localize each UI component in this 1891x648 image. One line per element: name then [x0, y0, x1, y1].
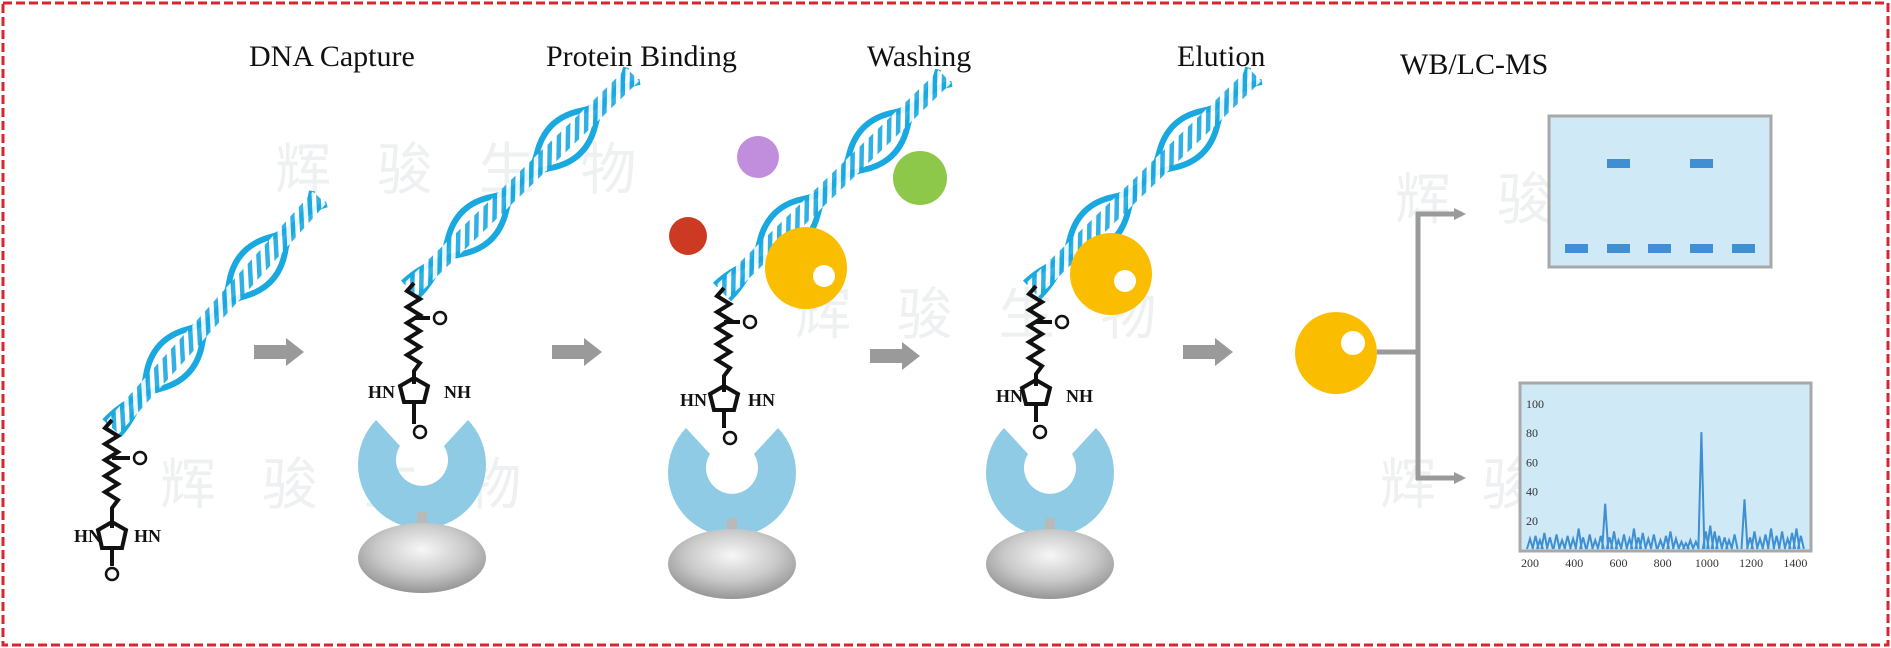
lcms-peak-9: [1574, 528, 1583, 550]
lcms-peak-48: [1778, 531, 1787, 550]
lcms-spectrum-panel: 100 80 60 40 20 200 400 600 800 1000 1200 1400: [1518, 381, 1813, 570]
lcms-peak-47: [1772, 535, 1781, 550]
lcms-peak-45: [1761, 534, 1770, 550]
lcms-peak-40: [1730, 534, 1739, 550]
hn-label: HN: [134, 526, 161, 546]
process-arrow: [254, 338, 304, 366]
lcms-y-tick-1: 80: [1526, 426, 1538, 440]
lcms-peak-39: [1725, 537, 1733, 550]
blot-band: [1648, 244, 1671, 253]
lcms-peak-3: [1540, 532, 1549, 550]
lcms-peak-12: [1591, 537, 1600, 550]
biotin-linker: [1019, 284, 1070, 440]
protein-green: [893, 151, 947, 205]
blot-band: [1690, 159, 1713, 168]
lcms-peak-20: [1629, 528, 1638, 550]
receptor-bead-2: [357, 420, 486, 593]
step-title-wb-lcms: WB/LC-MS: [1400, 48, 1549, 81]
lcms-y-tick-0: 100: [1526, 397, 1544, 411]
lcms-peak-46: [1767, 528, 1776, 550]
lcms-peak-6: [1558, 537, 1567, 550]
blot-band: [1690, 244, 1713, 253]
lcms-peak-8: [1569, 535, 1578, 550]
lcms-peak-44: [1756, 535, 1764, 550]
lcms-peak-16: [1610, 531, 1619, 550]
nh-label: NH: [444, 382, 471, 402]
eluted-protein: [1295, 312, 1377, 394]
lcms-peak-25: [1656, 537, 1665, 550]
receptor-bead-4: [986, 428, 1114, 599]
lcms-peak-14: [1601, 503, 1610, 550]
lcms-peak-52: [1796, 535, 1805, 550]
process-arrow: [870, 342, 920, 370]
blot-band: [1607, 159, 1630, 168]
biotin-linker: [707, 286, 758, 446]
lcms-y-tick-3: 40: [1526, 485, 1538, 499]
process-arrow: [1183, 338, 1233, 366]
lcms-x-tick-1: 400: [1565, 556, 1583, 570]
watermark: 辉 骏 生 物: [275, 138, 651, 203]
lcms-x-tick-3: 800: [1654, 556, 1672, 570]
hn-label: HN: [74, 526, 101, 546]
lcms-peak-0: [1526, 535, 1534, 550]
lcms-peak-41: [1740, 499, 1749, 550]
lcms-peak-33: [1697, 432, 1706, 550]
lcms-peak-5: [1552, 534, 1561, 550]
lcms-peak-37: [1715, 535, 1724, 550]
blot-band: [1732, 244, 1755, 253]
lcms-peak-10: [1579, 537, 1588, 550]
hn-label: HN: [748, 390, 775, 410]
lcms-peak-7: [1563, 535, 1572, 550]
protein-purple: [737, 136, 779, 178]
lcms-peak-22: [1638, 532, 1647, 550]
lcms-y-axis: 100 80 60 40 20: [1526, 397, 1544, 528]
lcms-peak-17: [1614, 537, 1623, 550]
dna-helix: [102, 190, 328, 437]
lcms-peak-18: [1620, 534, 1628, 550]
western-blot-panel: [1547, 114, 1773, 269]
branch-arrows: [1377, 208, 1466, 484]
lcms-x-tick-4: 1000: [1695, 556, 1719, 570]
process-arrow: [552, 338, 602, 366]
lcms-peak-23: [1644, 535, 1653, 550]
lcms-peaks: [1526, 432, 1805, 550]
receptor-bead-3: [668, 428, 796, 599]
step-title-protein-binding: Protein Binding: [546, 40, 737, 73]
protein-red: [669, 217, 707, 255]
bound-protein: [765, 227, 847, 309]
bound-protein: [1070, 233, 1152, 315]
lcms-y-tick-4: 20: [1526, 514, 1538, 528]
step-title-elution: Elution: [1177, 40, 1266, 73]
lcms-peak-31: [1686, 537, 1695, 550]
lcms-peak-4: [1545, 537, 1554, 550]
lcms-peak-28: [1671, 535, 1680, 550]
lcms-y-tick-2: 60: [1526, 455, 1538, 469]
hn-label: HN: [368, 382, 395, 402]
lcms-x-tick-6: 1400: [1783, 556, 1807, 570]
step-title-dna-capture: DNA Capture: [249, 40, 415, 73]
hn-label: HN: [680, 390, 707, 410]
step-title-washing: Washing: [867, 40, 972, 73]
blot-band: [1565, 244, 1588, 253]
lcms-x-tick-0: 200: [1521, 556, 1539, 570]
lcms-peak-24: [1649, 534, 1658, 550]
biotin-linker: [397, 281, 448, 440]
lcms-peak-27: [1666, 531, 1675, 550]
lcms-peak-43: [1750, 531, 1759, 550]
blot-band: [1607, 244, 1630, 253]
lcms-x-axis: 200 400 600 800 1000 1200 1400: [1521, 556, 1807, 570]
biotin-linker: [95, 418, 148, 582]
dna-helix: [400, 66, 641, 300]
hn-label: HN: [996, 386, 1023, 406]
lcms-x-tick-2: 600: [1609, 556, 1627, 570]
lcms-x-tick-5: 1200: [1739, 556, 1763, 570]
lcms-peak-11: [1585, 534, 1594, 550]
nh-label: NH: [1066, 386, 1093, 406]
